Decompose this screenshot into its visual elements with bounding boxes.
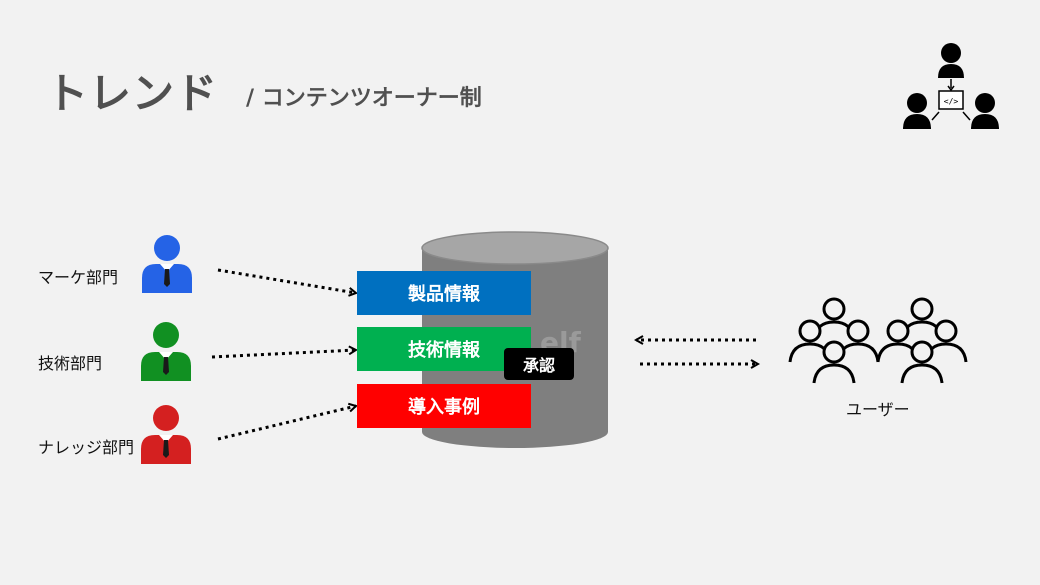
- department-label-technical: 技術部門: [38, 354, 103, 373]
- person-icon-knowledge: [141, 405, 191, 464]
- svg-text:</>: </>: [944, 97, 959, 106]
- person-icon-marketing: [142, 235, 192, 293]
- page-subtitle: / コンテンツオーナー制: [246, 86, 482, 111]
- department-label-marketing: マーケ部門: [38, 268, 119, 287]
- content-box-technical-info: 技術情報: [357, 327, 531, 371]
- department-label-knowledge: ナレッジ部門: [38, 438, 135, 457]
- arrow-marketing: [217, 268, 356, 293]
- person-icon-technical: [141, 322, 191, 381]
- approval-badge: 承認: [504, 348, 574, 380]
- users-label: ユーザー: [846, 400, 910, 419]
- content-box-case-studies: 導入事例: [357, 384, 531, 428]
- arrow-technical: [211, 350, 356, 359]
- arrow-knowledge: [217, 406, 356, 441]
- page-title: トレンド: [46, 69, 219, 118]
- user-group-icon: [788, 297, 968, 384]
- developer-network-icon: </>: [903, 43, 999, 129]
- content-box-product-info: 製品情報: [357, 271, 531, 315]
